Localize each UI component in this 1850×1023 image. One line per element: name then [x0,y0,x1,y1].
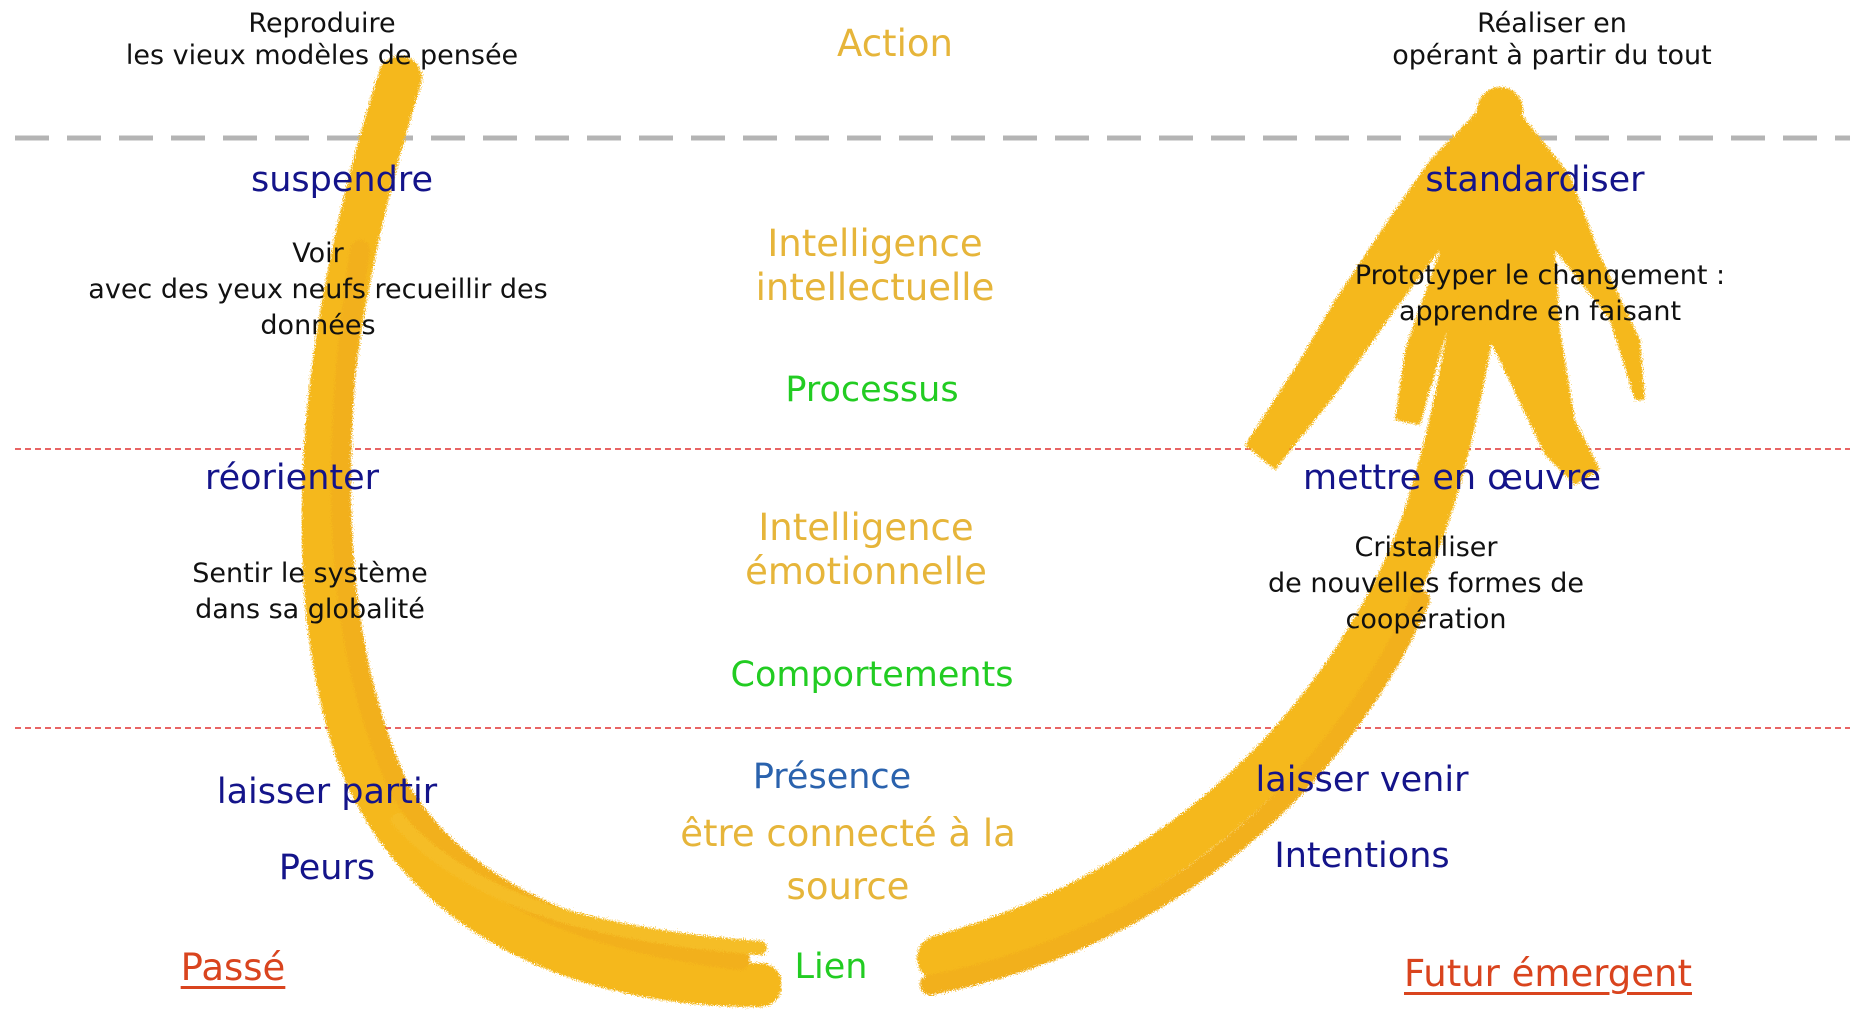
laisser-venir-label: laisser venir [1255,760,1469,800]
standardiser-label: standardiser [1425,160,1645,200]
processus-label: Processus [785,370,959,410]
laisser-partir-label: laisser partir [216,772,438,812]
action-label: Action [837,22,953,65]
lien-label: Lien [794,947,868,987]
standardiser-description: Prototyper le changement :apprendre en f… [1354,260,1726,328]
intentions-label: Intentions [1274,836,1450,876]
u-arrow-head [1245,88,1645,485]
peurs-label: Peurs [278,848,376,888]
comportements-label: Comportements [730,655,1014,695]
reorienter-label: réorienter [204,458,380,498]
passe-label: Passé [180,946,286,989]
suspendre-label: suspendre [251,160,433,200]
u-arrow-left-branch [301,56,782,1007]
futur-emergent-label: Futur émergent [1404,952,1692,995]
presence-label: Présence [752,757,912,797]
mettre-en-oeuvre-label: mettre en œuvre [1302,458,1602,498]
